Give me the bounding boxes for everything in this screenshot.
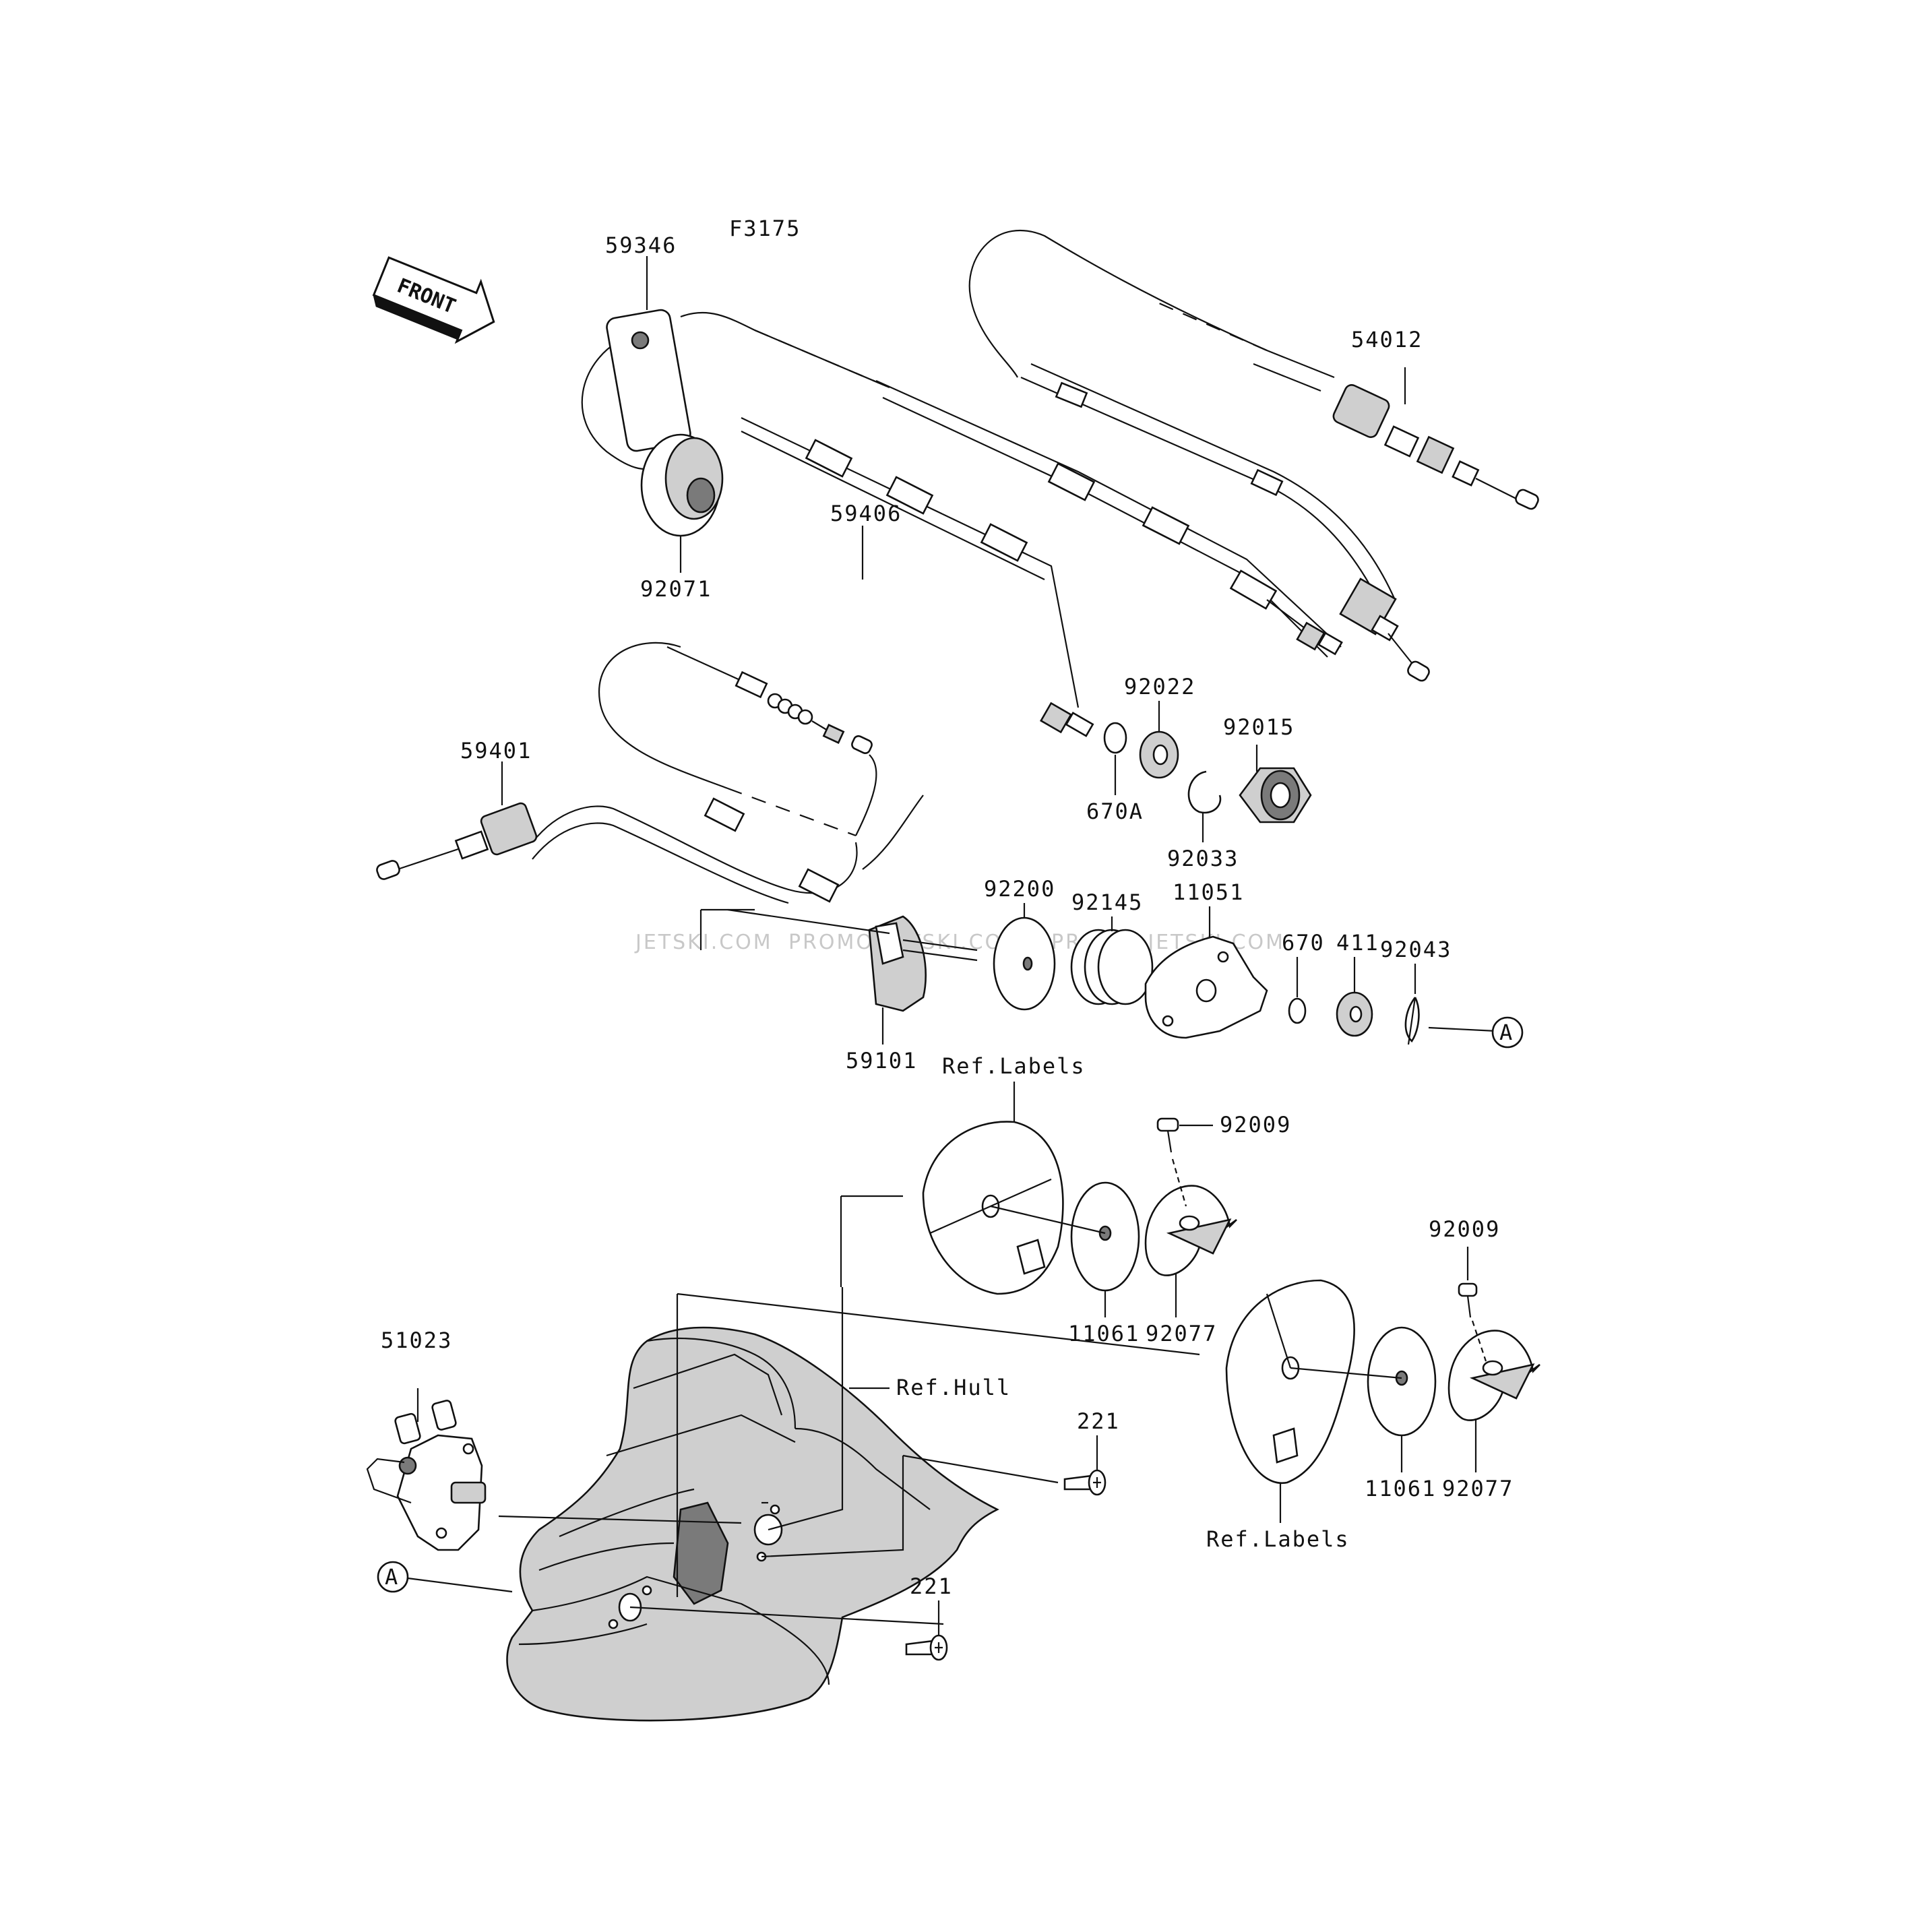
cable-54012 [968, 229, 1539, 682]
label-92077-top: 92077 [1146, 1321, 1217, 1346]
label-92071: 92071 [640, 576, 712, 602]
screw-92009-bottom [1458, 1247, 1487, 1362]
screw-221-lower [905, 1600, 948, 1661]
hull-panel [506, 1326, 999, 1722]
label-92022: 92022 [1124, 674, 1195, 699]
knob-92077-bottom [1447, 1330, 1540, 1472]
label-221-lower: 221 [910, 1573, 953, 1599]
washer-92200 [993, 903, 1056, 1011]
disc-11061-bottom [1290, 1326, 1437, 1472]
housing-59101 [727, 908, 978, 1045]
watermark-1: JETSKI.COM [634, 931, 773, 954]
label-59346: 59346 [605, 232, 677, 258]
ref-hull: Ref.Hull [896, 1375, 1011, 1400]
screw-92009-top [1156, 1117, 1213, 1207]
nut-92015 [1239, 745, 1312, 823]
label-92200: 92200 [984, 876, 1055, 902]
label-59406: 59406 [830, 501, 902, 526]
clip-92033 [1187, 770, 1222, 842]
ref-labels-top: Ref.Labels [942, 1053, 1086, 1079]
grommet-92071 [640, 433, 724, 573]
label-92077-bottom: 92077 [1442, 1476, 1514, 1501]
svg-text:A: A [385, 1564, 399, 1590]
screw-221-upper [1063, 1435, 1107, 1496]
label-51023: 51023 [381, 1328, 452, 1353]
figure-code: F3175 [729, 216, 801, 241]
label-11061-bottom: 11061 [1365, 1476, 1436, 1501]
label-670A: 670A [1086, 799, 1144, 824]
o-ring-670 [1288, 957, 1307, 1024]
ref-label-disc-top [840, 1082, 1064, 1295]
washer-92022 [1139, 701, 1179, 779]
label-670: 670 [1282, 930, 1325, 956]
cable-59401 [376, 642, 924, 950]
label-92033: 92033 [1167, 846, 1239, 871]
fuel-valve-51023 [366, 1388, 487, 1551]
washer-411 [1336, 957, 1373, 1037]
svg-text:A: A [1499, 1020, 1514, 1045]
spring-92145 [1070, 916, 1154, 1005]
callout-a-top: A [1491, 1016, 1524, 1049]
cable-59406 [680, 311, 1343, 737]
label-92009-top: 92009 [1220, 1112, 1291, 1138]
label-92015: 92015 [1223, 714, 1295, 740]
label-11051: 11051 [1173, 879, 1244, 905]
label-411: 411 [1336, 930, 1379, 956]
disc-11061-top [990, 1181, 1140, 1317]
callout-a-bottom: A [377, 1561, 513, 1593]
label-221-upper: 221 [1077, 1408, 1120, 1434]
label-11061-top: 11061 [1068, 1321, 1140, 1346]
pin-92043 [1404, 964, 1497, 1045]
assembly-lines [498, 1287, 1200, 1625]
o-ring-670A [1103, 722, 1127, 795]
label-92043: 92043 [1380, 937, 1452, 962]
ref-labels-bottom: Ref.Labels [1206, 1526, 1350, 1552]
knob-92077-top [1144, 1185, 1237, 1317]
label-59401: 59401 [460, 738, 532, 764]
label-59101: 59101 [846, 1048, 917, 1073]
label-54012: 54012 [1351, 327, 1423, 352]
ref-label-disc-bottom [1225, 1279, 1355, 1523]
label-92145: 92145 [1071, 890, 1143, 915]
label-92009-bottom: 92009 [1429, 1216, 1500, 1242]
front-arrow-icon: FRONT [372, 256, 495, 344]
bracket-11051 [1144, 906, 1268, 1039]
